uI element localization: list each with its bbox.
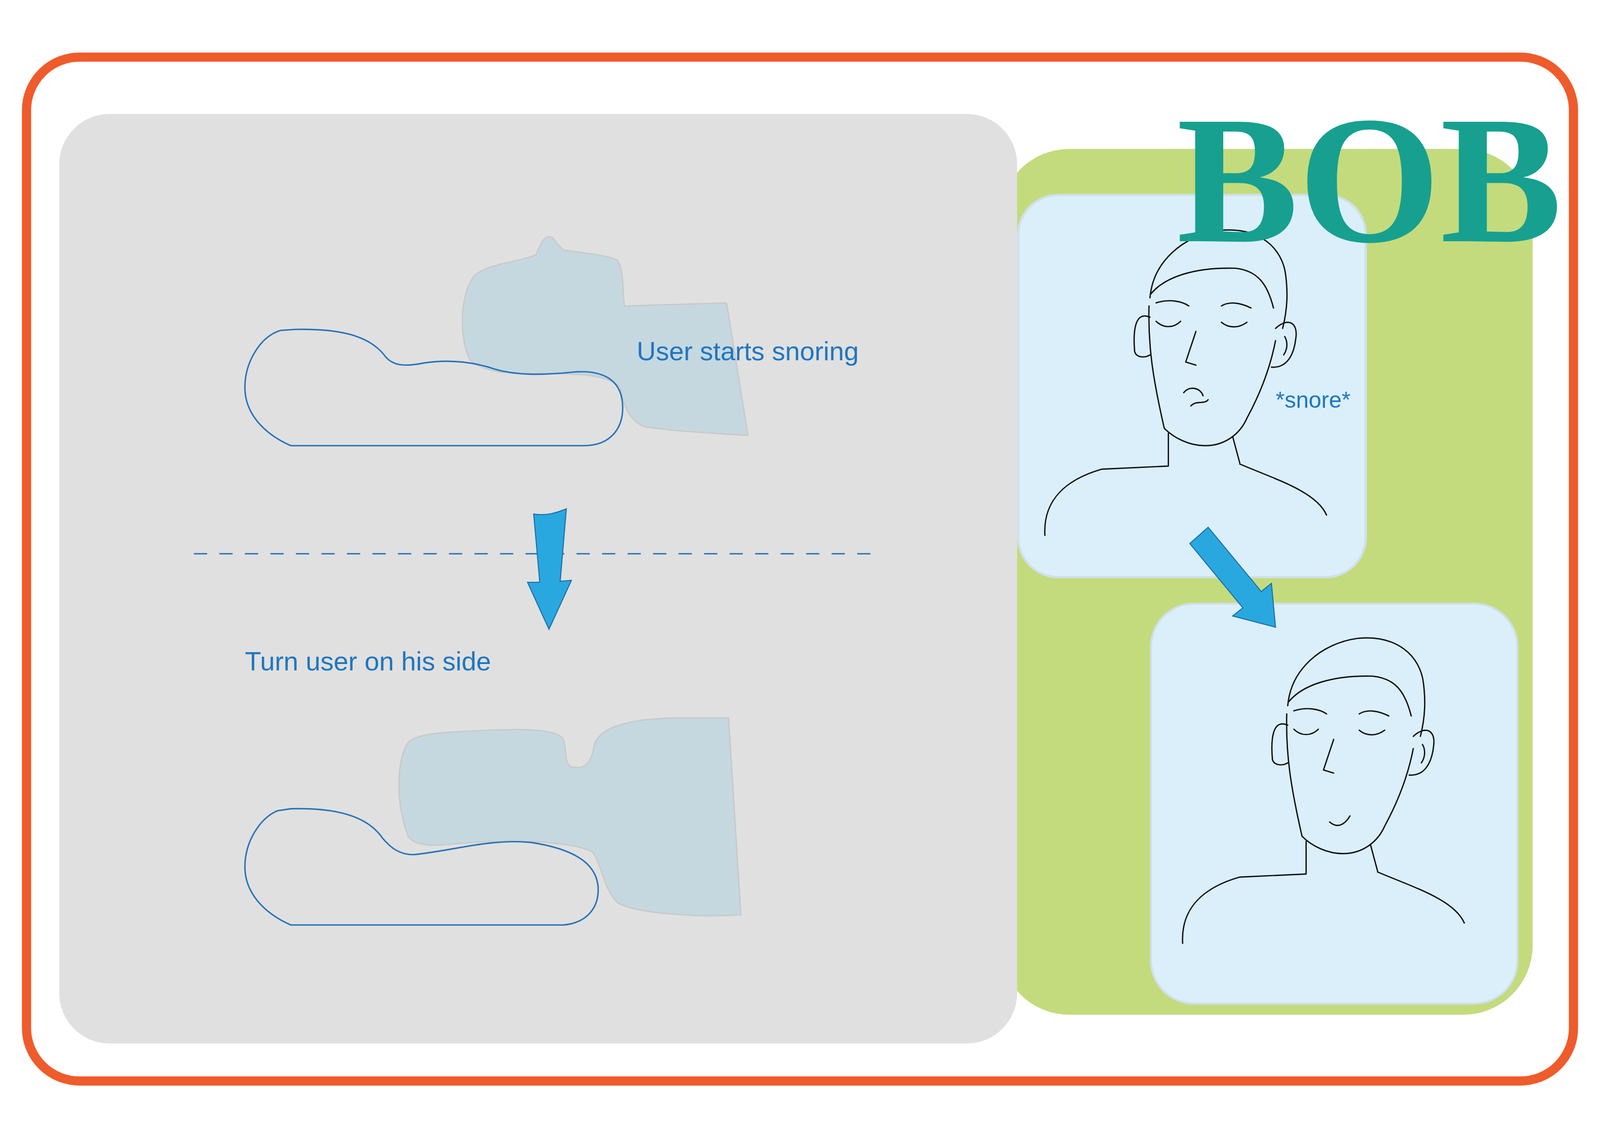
pillow-outline [244,808,599,925]
quiet-face [1182,638,1465,944]
text-holder: *snore* [1275,386,1351,414]
step-label: User starts snoring [636,335,859,368]
pillow-scene [193,236,873,925]
title-holder: BOB [1176,88,1563,272]
text-holder: User starts snoring [636,335,859,368]
snoring-face [1044,229,1327,536]
outer-frame [26,57,1574,1081]
text-holder: Turn user on his side [244,645,491,678]
snoring-mouth [1190,400,1209,406]
sound-label: *snore* [1275,386,1351,414]
step-panel: User starts snoringTurn user on his side [59,114,1018,1044]
pillow-outline [244,329,623,446]
head-on-side [399,717,741,916]
head-on-back [462,236,749,436]
transition-arrow [1189,527,1276,628]
green-panel [1000,148,1533,1015]
snoring-mouth [1183,388,1204,396]
title-heading: BOB [1176,88,1563,272]
smiling-mouth [1329,815,1351,826]
step-arrow [527,509,572,630]
after-frame [1151,603,1518,1004]
divider-line [193,553,873,555]
step-label: Turn user on his side [244,645,491,678]
